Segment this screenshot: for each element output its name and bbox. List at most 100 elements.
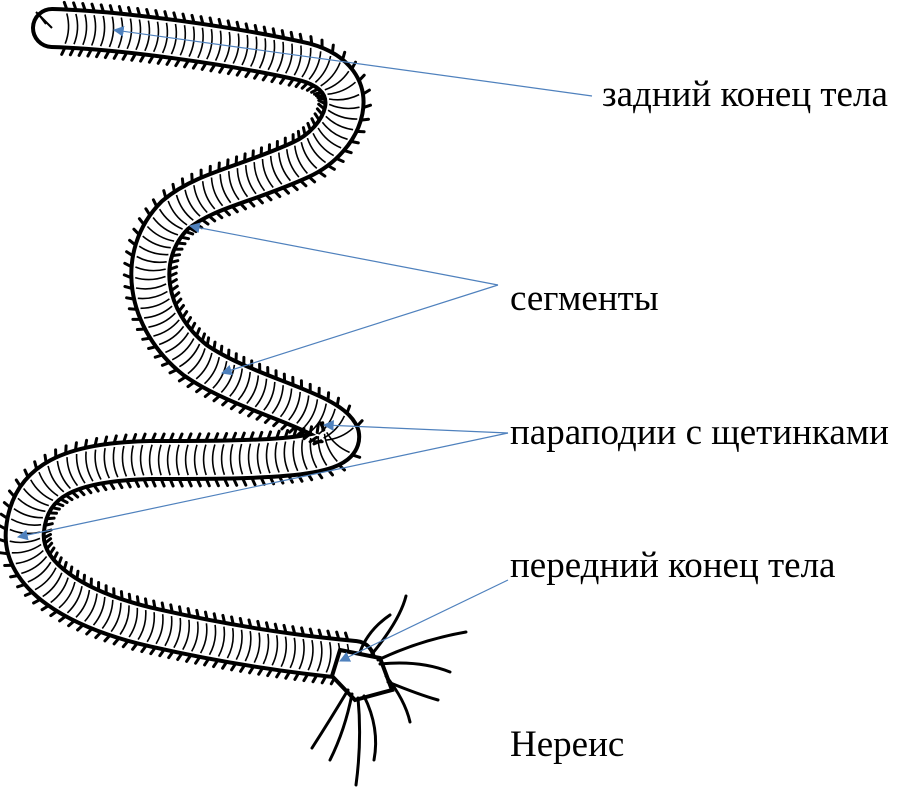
parapodium bbox=[78, 625, 84, 630]
parapodium bbox=[236, 157, 237, 165]
parapodium bbox=[357, 421, 362, 427]
parapodium bbox=[192, 15, 194, 22]
parapodium bbox=[347, 406, 350, 413]
parapodium bbox=[300, 34, 302, 42]
parapodium bbox=[170, 370, 177, 373]
parapodium bbox=[60, 499, 67, 503]
parapodium bbox=[177, 243, 185, 244]
parapodium bbox=[162, 363, 169, 366]
parapodium bbox=[105, 635, 110, 641]
parapodium bbox=[87, 629, 92, 634]
parapodium bbox=[173, 293, 179, 298]
parapodium bbox=[188, 382, 194, 387]
parapodium bbox=[59, 558, 62, 565]
parapodium bbox=[293, 627, 295, 634]
parapodium bbox=[245, 154, 246, 162]
label-back-end: задний конец тела bbox=[602, 76, 888, 113]
parapodium bbox=[205, 392, 211, 397]
parapodium bbox=[11, 576, 19, 577]
parapodium bbox=[312, 119, 315, 126]
parapodium bbox=[282, 31, 284, 38]
parapodium bbox=[232, 617, 234, 624]
parapodium bbox=[66, 495, 72, 499]
parapodium bbox=[149, 347, 157, 349]
parapodium bbox=[25, 470, 28, 477]
parapodium bbox=[146, 209, 150, 216]
parapodium bbox=[315, 92, 322, 94]
parapodium bbox=[182, 179, 183, 187]
parapodium bbox=[228, 21, 230, 28]
parapodium bbox=[266, 194, 271, 200]
parapodium bbox=[240, 619, 242, 626]
parapodium bbox=[219, 19, 221, 26]
parapodium bbox=[265, 417, 270, 422]
parapodium bbox=[240, 203, 245, 209]
parapodium bbox=[10, 491, 15, 497]
parapodium bbox=[257, 414, 262, 419]
parapodium bbox=[130, 240, 136, 245]
parapodium bbox=[264, 27, 266, 34]
parapodium bbox=[223, 400, 229, 405]
parapodium bbox=[72, 492, 78, 497]
parapodium bbox=[237, 22, 239, 29]
pointer-front-end bbox=[340, 580, 508, 661]
parapodium bbox=[343, 52, 345, 59]
parapodium bbox=[214, 342, 215, 350]
parapodium bbox=[197, 610, 199, 617]
parapodium bbox=[18, 585, 25, 587]
parapodium bbox=[187, 318, 191, 325]
parapodium bbox=[328, 393, 329, 401]
parapodium bbox=[172, 255, 180, 256]
parapodium bbox=[246, 24, 248, 31]
parapodium bbox=[164, 191, 166, 198]
parapodium bbox=[275, 624, 277, 631]
parapodium bbox=[302, 628, 304, 635]
parapodium bbox=[344, 150, 351, 152]
parapodium bbox=[361, 119, 369, 120]
parapodium bbox=[249, 200, 254, 206]
parapodium bbox=[351, 141, 359, 143]
parapodium bbox=[179, 377, 185, 381]
parapodium bbox=[310, 629, 312, 636]
parapodium bbox=[35, 462, 37, 469]
parapodium bbox=[249, 620, 251, 627]
parapodium bbox=[312, 89, 319, 92]
parapodium bbox=[275, 191, 280, 197]
parapodium bbox=[69, 621, 75, 626]
parapodium bbox=[197, 329, 200, 336]
parapodium bbox=[267, 623, 269, 630]
parapodium bbox=[197, 387, 203, 392]
parapodium bbox=[146, 599, 147, 607]
diagram-title: Нереис bbox=[510, 726, 624, 763]
parapodium bbox=[155, 355, 162, 357]
parapodium bbox=[70, 567, 72, 575]
parapodium bbox=[319, 172, 325, 176]
parapodium bbox=[170, 261, 177, 263]
parapodium bbox=[308, 123, 311, 130]
parapodium bbox=[210, 18, 212, 25]
parapodium bbox=[183, 14, 185, 21]
parapodium bbox=[189, 228, 196, 232]
pointer-segment-1 bbox=[190, 226, 498, 285]
parapodium bbox=[188, 609, 190, 617]
parapodium bbox=[42, 606, 49, 610]
parapodium bbox=[294, 430, 296, 437]
parapodium bbox=[258, 621, 260, 628]
parapodium bbox=[176, 299, 181, 305]
parapodium bbox=[4, 503, 10, 508]
parapodium bbox=[121, 592, 122, 600]
parapodium bbox=[298, 131, 299, 139]
parapodium bbox=[185, 232, 192, 234]
parapodium bbox=[359, 75, 364, 81]
parapodium bbox=[214, 614, 216, 621]
parapodium bbox=[85, 440, 86, 448]
parapodium bbox=[336, 158, 343, 161]
parapodium bbox=[302, 83, 307, 88]
parapodium bbox=[16, 480, 20, 486]
parapodium bbox=[337, 398, 338, 406]
parapodium bbox=[174, 13, 176, 20]
label-parapodia: параподии с щетинками bbox=[510, 414, 889, 451]
parapodium bbox=[315, 114, 319, 120]
parapodium bbox=[240, 407, 245, 412]
parapodium bbox=[114, 638, 119, 644]
